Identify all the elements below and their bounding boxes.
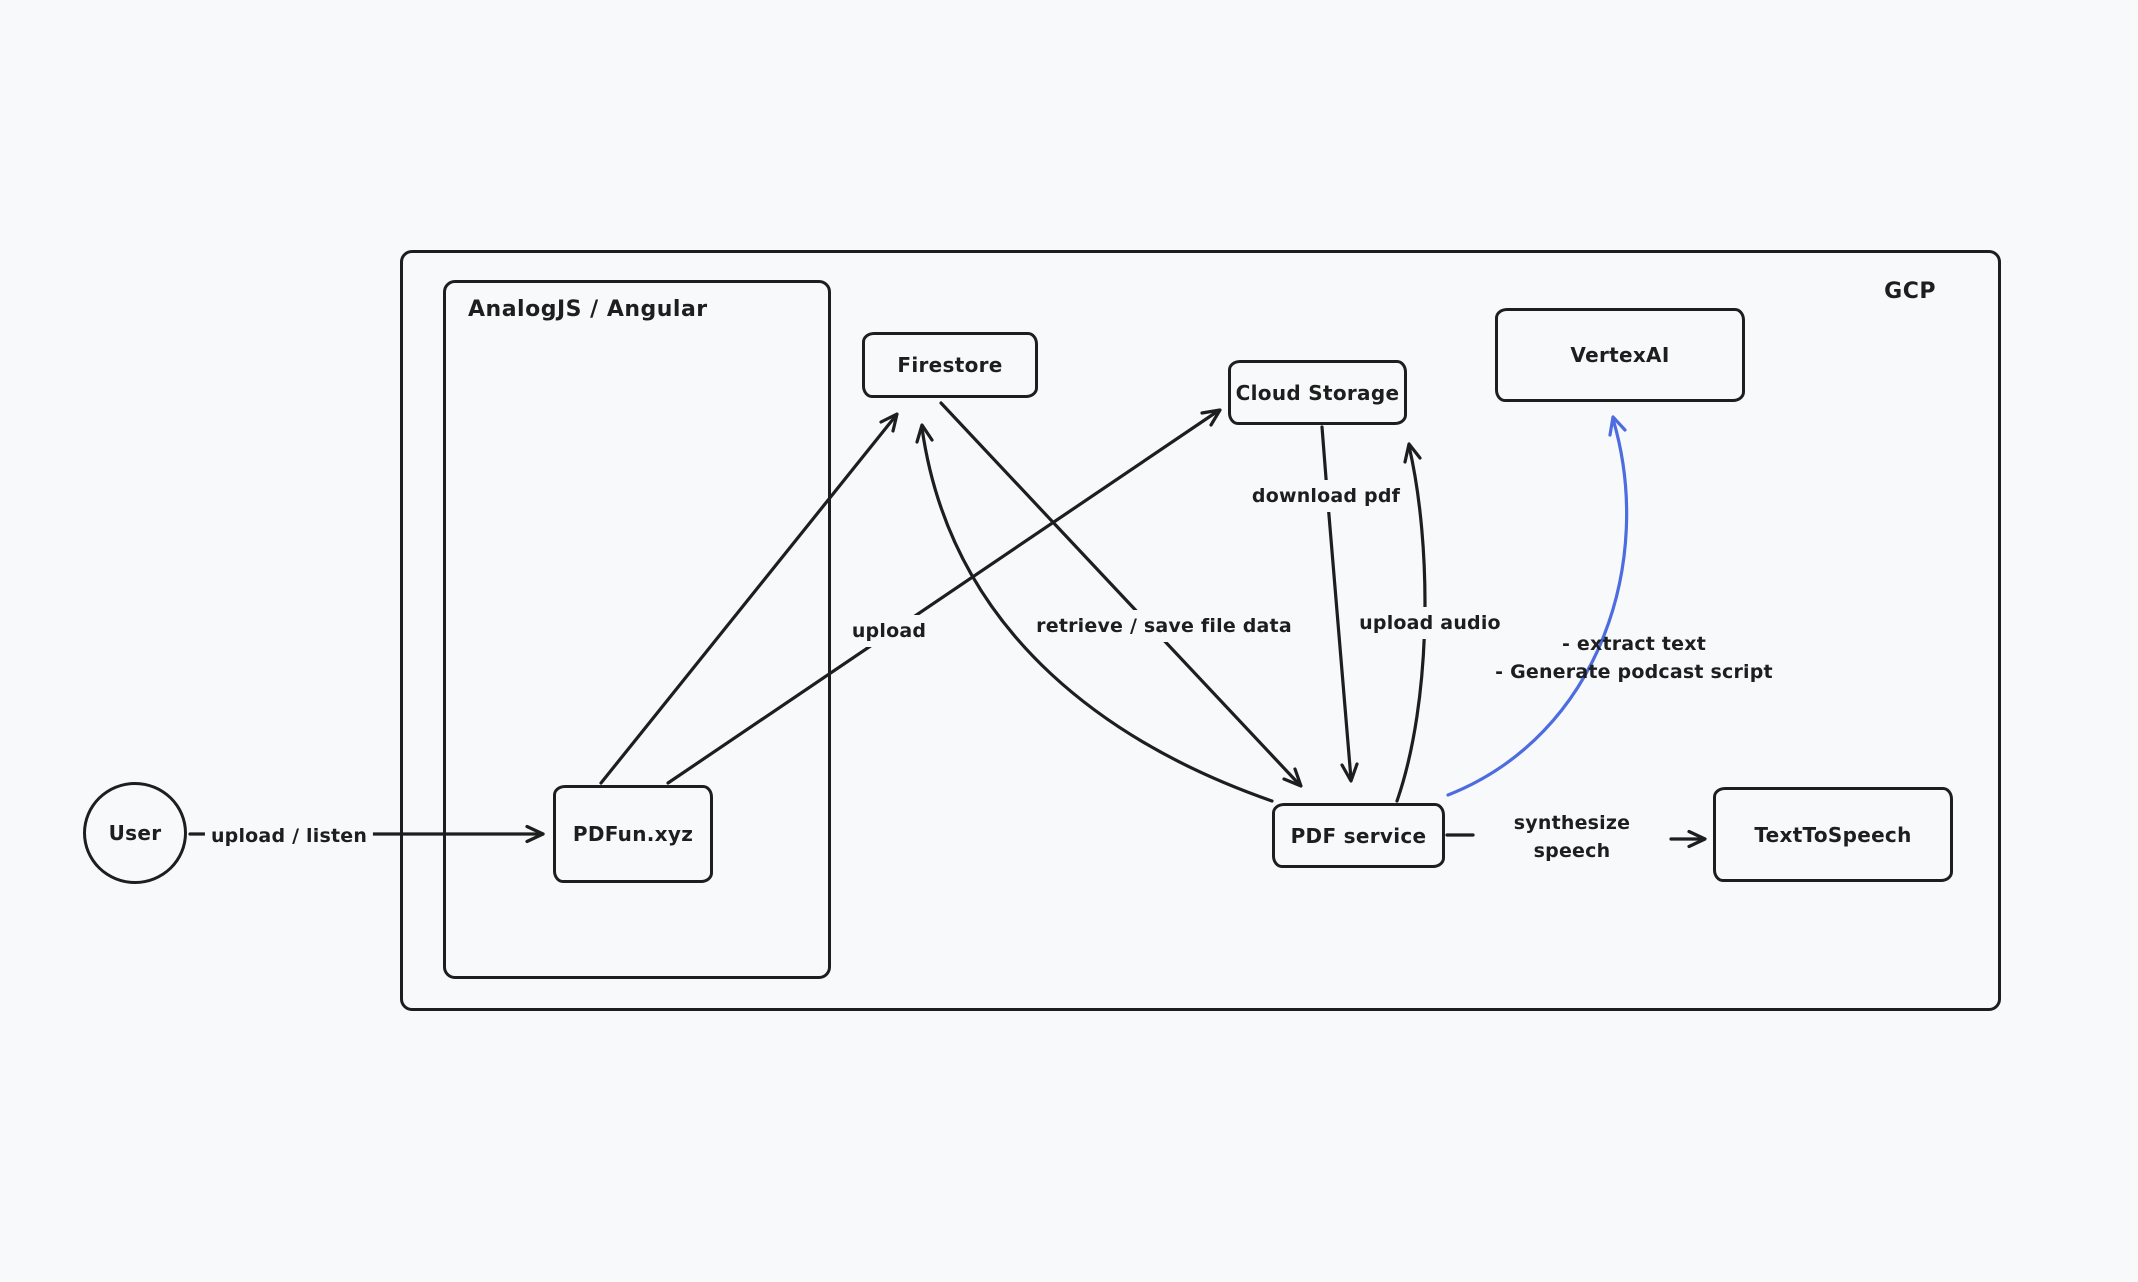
edge-pdf-service-to-vertexai[interactable]: [1446, 415, 1629, 797]
node-pdfun-label: PDFun.xyz: [572, 822, 694, 846]
edge-label-upload-listen[interactable]: upload / listen: [204, 820, 374, 852]
node-user[interactable]: User: [83, 782, 187, 884]
edge-label-upload-audio[interactable]: upload audio: [1353, 607, 1507, 639]
edge-firestore-to-pdf-service[interactable]: [939, 401, 1303, 788]
edge-pdf-service-to-firestore[interactable]: [915, 423, 1274, 803]
edge-pdfun-to-firestore[interactable]: [599, 412, 899, 785]
node-pdf-service[interactable]: PDF service: [1272, 803, 1445, 868]
edge-label-upload[interactable]: upload: [845, 615, 933, 647]
node-texttospeech[interactable]: TextToSpeech: [1713, 787, 1953, 882]
node-cloud-storage[interactable]: Cloud Storage: [1228, 360, 1407, 425]
synthesize-line-2: speech: [1533, 840, 1611, 862]
edge-pdf-service-to-texttospeech[interactable]: [1445, 829, 1707, 849]
group-frontend[interactable]: AnalogJS / Angular: [443, 280, 831, 979]
node-user-label: User: [108, 821, 162, 845]
group-gcp-label: GCP: [1884, 279, 1936, 304]
node-cloud-storage-label: Cloud Storage: [1235, 380, 1400, 405]
node-pdf-service-label: PDF service: [1290, 823, 1427, 848]
edge-label-vertexai-tasks[interactable]: - extract text - Generate podcast script: [1489, 628, 1779, 688]
node-pdfun[interactable]: PDFun.xyz: [553, 785, 713, 883]
edge-pdfun-to-cloud-storage[interactable]: [666, 408, 1222, 785]
edge-label-retrieve-save[interactable]: retrieve / save file data: [1030, 610, 1298, 642]
edge-label-download-pdf[interactable]: download pdf: [1245, 480, 1407, 512]
node-vertexai[interactable]: VertexAI: [1495, 308, 1745, 402]
group-frontend-label: AnalogJS / Angular: [468, 297, 708, 322]
node-vertexai-label: VertexAI: [1570, 343, 1670, 367]
synthesize-line-1: synthesize: [1513, 812, 1631, 834]
node-firestore-label: Firestore: [897, 353, 1003, 377]
node-firestore[interactable]: Firestore: [862, 332, 1038, 398]
node-texttospeech-label: TextToSpeech: [1754, 822, 1912, 847]
group-gcp[interactable]: GCP: [400, 250, 2001, 1011]
edge-label-synthesize-speech[interactable]: synthesize speech: [1507, 807, 1637, 867]
vertexai-task-extract: - extract text: [1562, 633, 1706, 655]
vertexai-task-generate: - Generate podcast script: [1495, 661, 1773, 683]
